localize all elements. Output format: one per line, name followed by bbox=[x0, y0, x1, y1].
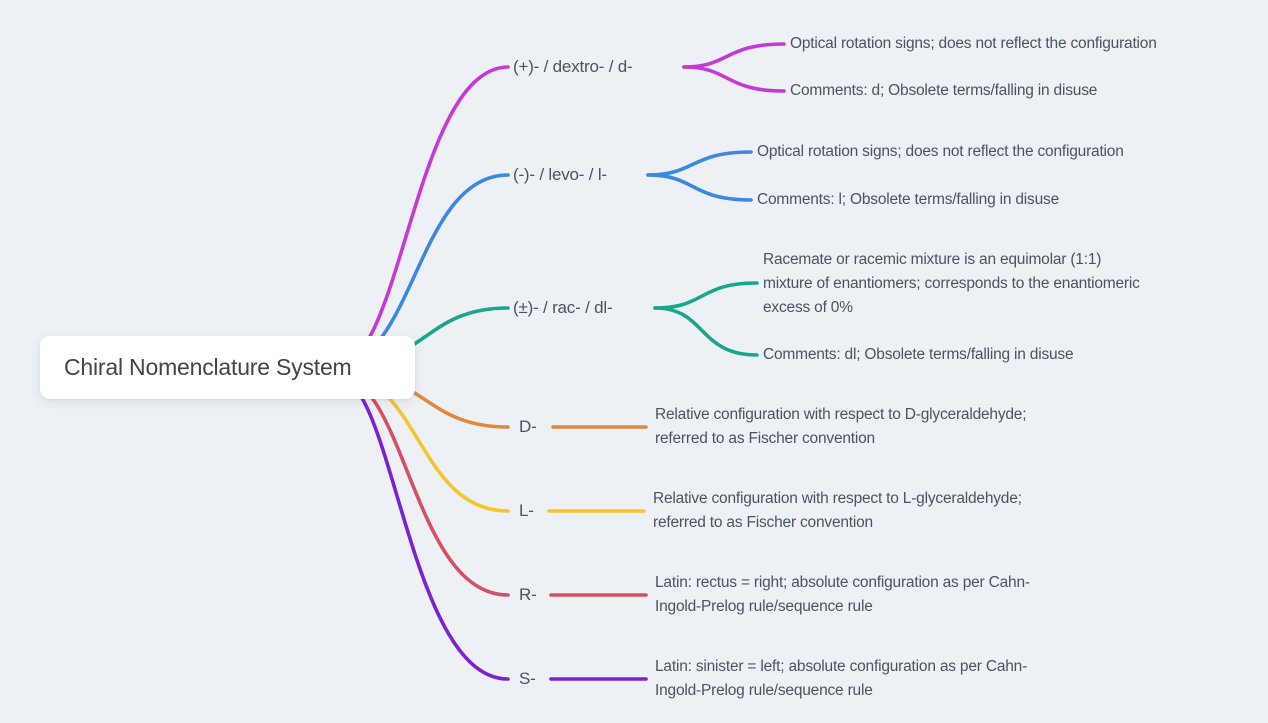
branch-node-r[interactable]: R- bbox=[519, 585, 537, 604]
branch-curve-dextro bbox=[338, 65, 510, 366]
branch-node-s[interactable]: S- bbox=[519, 669, 536, 688]
leaf-node-s[interactable]: Latin: sinister = left; absolute configu… bbox=[655, 658, 1028, 699]
branch-node-levo[interactable]: (-)- / levo- / l- bbox=[513, 165, 607, 184]
link-rac-child-1 bbox=[653, 281, 759, 310]
branch-node-rac[interactable]: (±)- / rac- / dl- bbox=[513, 298, 613, 317]
link-dextro-child-2 bbox=[682, 65, 786, 93]
branch-node-dextro[interactable]: (+)- / dextro- / d- bbox=[513, 57, 633, 76]
leaf-node-d[interactable]: Relative configuration with respect to D… bbox=[655, 406, 1027, 447]
link-levo-child-2 bbox=[646, 173, 753, 202]
leaf-node-rac-1[interactable]: Racemate or racemic mixture is an equimo… bbox=[763, 251, 1140, 316]
link-rac-child-2 bbox=[653, 306, 759, 357]
link-dextro-child-1 bbox=[682, 42, 786, 69]
root-node-label: Chiral Nomenclature System bbox=[64, 354, 352, 380]
branch-node-l[interactable]: L- bbox=[519, 501, 534, 520]
link-levo-child-1 bbox=[646, 150, 753, 177]
branch-curve-s bbox=[338, 376, 510, 681]
branch-curve-r bbox=[338, 374, 510, 597]
leaf-node-dextro-1[interactable]: Optical rotation signs; does not reflect… bbox=[790, 35, 1157, 52]
leaf-node-levo-1[interactable]: Optical rotation signs; does not reflect… bbox=[757, 143, 1124, 160]
leaf-node-dextro-2[interactable]: Comments: d; Obsolete terms/falling in d… bbox=[790, 82, 1098, 99]
branch-node-d[interactable]: D- bbox=[519, 417, 537, 436]
root-node[interactable]: Chiral Nomenclature System bbox=[40, 336, 415, 399]
leaf-node-levo-2[interactable]: Comments: l; Obsolete terms/falling in d… bbox=[757, 191, 1059, 208]
leaf-node-rac-2[interactable]: Comments: dl; Obsolete terms/falling in … bbox=[763, 346, 1074, 363]
leaf-node-l[interactable]: Relative configuration with respect to L… bbox=[653, 490, 1022, 531]
leaf-node-r[interactable]: Latin: rectus = right; absolute configur… bbox=[655, 574, 1030, 615]
